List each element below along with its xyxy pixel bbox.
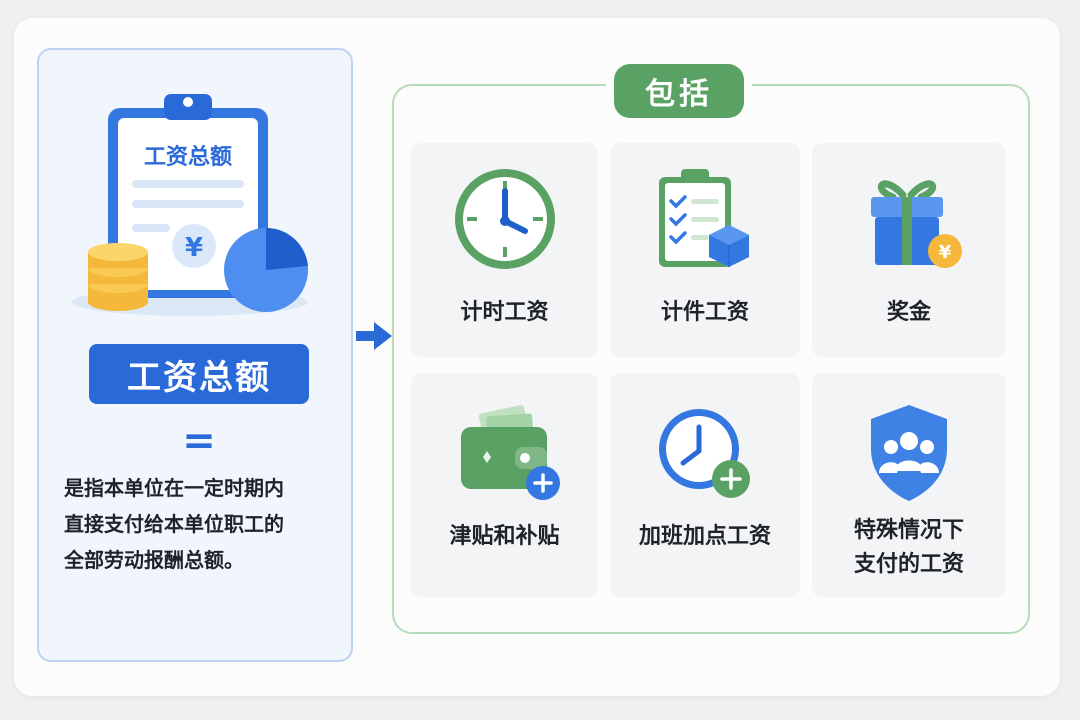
item-label: 加班加点工资 bbox=[638, 524, 771, 549]
equals-sign: = bbox=[182, 418, 216, 464]
illustration-title: 工资总额 bbox=[144, 144, 232, 170]
item-bonus: ¥ 奖金 bbox=[812, 143, 1006, 357]
wallet-plus-icon bbox=[460, 405, 560, 500]
item-label: 特殊情况下 bbox=[853, 518, 964, 543]
definition-text: 是指本单位在一定时期内 直接支付给本单位职工的 全部劳动报酬总额。 bbox=[64, 470, 334, 578]
definition-line: 全部劳动报酬总额。 bbox=[64, 548, 244, 572]
item-label: 计件工资 bbox=[660, 300, 749, 325]
definition-line: 是指本单位在一定时期内 bbox=[64, 476, 284, 500]
clock-icon bbox=[454, 169, 555, 269]
item-label: 津贴和补贴 bbox=[449, 524, 560, 549]
item-special-circumstances-pay: 特殊情况下 支付的工资 bbox=[812, 373, 1006, 597]
item-label: 计时工资 bbox=[460, 300, 549, 325]
payroll-clipboard-illustration: 工资总额 ¥ bbox=[72, 94, 308, 316]
definition-line: 直接支付给本单位职工的 bbox=[64, 512, 284, 536]
arrow-right-icon bbox=[356, 322, 392, 350]
term-badge: 工资总额 bbox=[89, 344, 309, 404]
clock-plus-icon bbox=[659, 409, 750, 498]
item-piece-wage: 计件工资 bbox=[610, 143, 800, 357]
item-label: 支付的工资 bbox=[853, 552, 964, 577]
shield-people-icon bbox=[871, 405, 947, 501]
checklist-box-icon bbox=[659, 169, 749, 267]
item-allowances-subsidies: 津贴和补贴 bbox=[411, 373, 598, 597]
gift-icon: ¥ bbox=[871, 180, 962, 268]
item-hourly-wage: 计时工资 bbox=[411, 143, 598, 357]
item-overtime-pay: 加班加点工资 bbox=[610, 373, 800, 597]
yen-symbol: ¥ bbox=[185, 233, 203, 263]
yen-symbol: ¥ bbox=[939, 242, 952, 263]
includes-header: 包括 bbox=[614, 64, 744, 118]
item-label: 奖金 bbox=[886, 300, 931, 325]
